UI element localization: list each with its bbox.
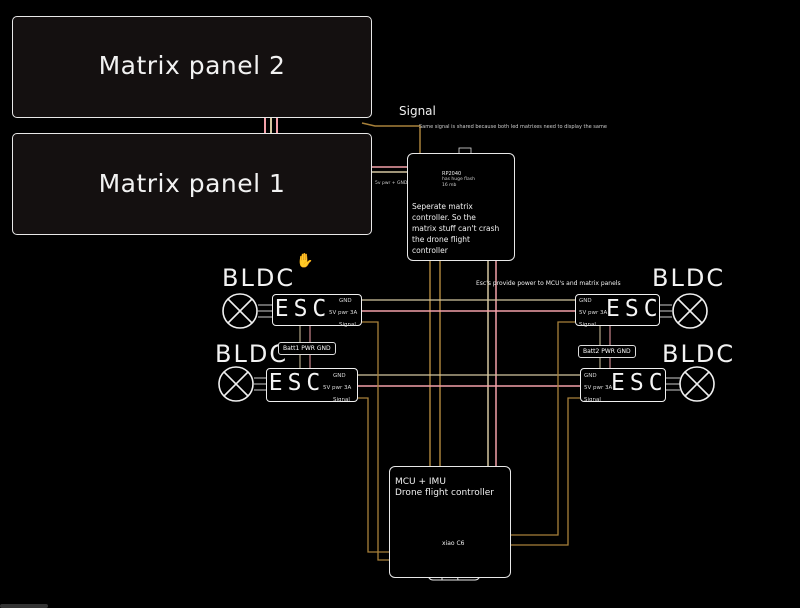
wire-signal-right-2	[510, 397, 580, 546]
rp2040-label: RP2040	[442, 171, 462, 177]
wire-signal-left-2	[356, 397, 390, 553]
hand-cursor-icon: ✋	[296, 253, 314, 269]
battery-1-connector: Batt1 PWR GND	[278, 342, 336, 355]
xiao-chip-label: xiao C6	[442, 540, 465, 547]
motor-label-bottom-right: BLDC	[662, 340, 736, 368]
flight-controller-line2: Drone flight controller	[395, 488, 494, 498]
signal-note: Same signal is shared because both led m…	[419, 124, 607, 130]
motor-bottom-left-icon	[218, 366, 254, 402]
matrix-panel-2-title: Matrix panel 2	[98, 51, 286, 80]
motor-label-bottom-left: BLDC	[215, 340, 289, 368]
scrollbar-stub[interactable]	[0, 604, 48, 608]
matrix-panel-1-title: Matrix panel 1	[98, 169, 286, 198]
controller-desc-5: controller	[412, 246, 448, 255]
wire-signal-panel2	[361, 122, 421, 153]
motor-label-top-left: BLDC	[222, 264, 296, 292]
motor-top-left-icon	[222, 293, 258, 329]
power-note-small: 5v pwr + GND	[375, 181, 408, 186]
signal-label: Signal	[399, 104, 436, 118]
wire-signal-left-1	[360, 321, 390, 561]
controller-desc-1: Seperate matrix	[412, 202, 473, 211]
esc-note: Esc's provide power to MCU's and matrix …	[476, 280, 621, 287]
motor-top-right-icon	[672, 293, 708, 329]
flight-controller-line1: MCU + IMU	[395, 477, 446, 487]
matrix-panel-2: Matrix panel 2	[12, 16, 372, 118]
rp2040-detail-1: has huge flash	[442, 177, 475, 182]
esc-bottom-left-label: ESC	[268, 370, 326, 396]
controller-desc-2: controller. So the	[412, 213, 476, 222]
motor-bottom-right-icon	[679, 366, 715, 402]
matrix-controller-box: RP2040 has huge flash 16 mb Seperate mat…	[407, 153, 515, 261]
flight-controller-box: MCU + IMU Drone flight controller	[389, 466, 511, 578]
esc-top-left-label: ESC	[274, 296, 332, 322]
controller-desc-4: the drone flight	[412, 235, 470, 244]
matrix-panel-1: Matrix panel 1	[12, 133, 372, 235]
wire-signal-right-1	[510, 321, 575, 536]
esc-top-right-label: ESC	[606, 296, 663, 322]
controller-desc-3: matrix stuff can't crash	[412, 224, 500, 233]
battery-2-connector: Batt2 PWR GND	[578, 345, 636, 358]
esc-bottom-right-label: ESC	[611, 370, 668, 396]
motor-label-top-right: BLDC	[652, 264, 726, 292]
rp2040-detail-2: 16 mb	[442, 183, 457, 188]
